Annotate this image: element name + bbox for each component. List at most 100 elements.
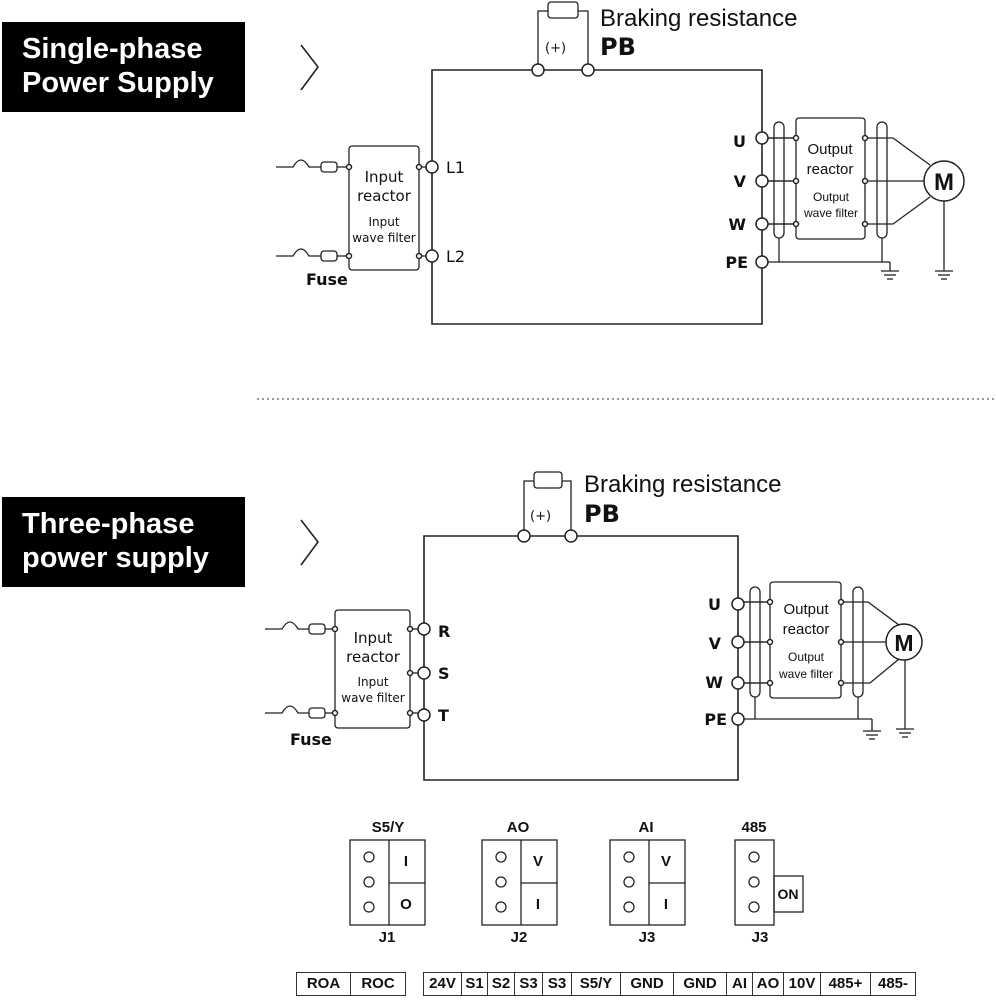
terminal-label: L2: [446, 247, 465, 266]
w-terminal: [731, 676, 745, 690]
jumper-option: O: [400, 896, 412, 913]
output-block-text: reactor: [807, 161, 854, 178]
jumper-option: I: [536, 896, 540, 913]
u-terminal: [731, 597, 745, 611]
output-block-text: Output: [788, 650, 825, 664]
terminal-cell: S3: [515, 973, 543, 995]
braking-resistance-label: Braking resistance: [600, 5, 797, 32]
output-block-text: reactor: [783, 621, 830, 638]
t-terminal: [417, 708, 431, 722]
jumper-option: ON: [778, 886, 799, 902]
fuse-icon: [276, 248, 321, 257]
terminal-cell: ROC: [361, 975, 395, 992]
ground-icon: [935, 201, 953, 280]
terminal-label: T: [438, 706, 449, 725]
jumper-pin: [363, 876, 375, 888]
terminal-cell: AI: [727, 973, 753, 995]
l2-terminal: [425, 249, 439, 263]
jumper-title: AI: [639, 819, 654, 836]
input-block-text: Input: [354, 629, 393, 647]
terminal-label: PE: [725, 253, 748, 272]
fuse-label: Fuse: [290, 730, 332, 749]
braking-resistor: (+) Braking resistance PB: [531, 1, 797, 77]
v-terminal: [731, 635, 745, 649]
single-phase-header-line2: Power Supply: [22, 67, 214, 99]
resistor-icon: [533, 471, 563, 489]
terminal-label: U: [733, 132, 746, 151]
jumper-id: J3: [639, 929, 656, 946]
jumper-id: J3: [752, 929, 769, 946]
fuse-icon: [265, 621, 309, 630]
jumper-pin: [748, 876, 760, 888]
output-side: U V W PE Output reactor Output wave filt…: [704, 581, 923, 740]
braking-resistance-label: Braking resistance: [584, 471, 781, 498]
output-block-text: Output: [813, 190, 850, 204]
three-phase-header-line1: Three-phase: [22, 508, 195, 540]
terminal-label: S: [438, 664, 450, 683]
input-block-text: reactor: [357, 187, 412, 205]
terminal-cell: AO: [753, 973, 784, 995]
r-terminal: [417, 622, 431, 636]
terminal-label: U: [708, 595, 721, 614]
motor-label: M: [934, 169, 954, 196]
s-terminal: [417, 666, 431, 680]
output-block-text: wave filter: [778, 667, 833, 681]
output-block-text: Output: [783, 601, 829, 618]
terminal-label: W: [705, 673, 723, 692]
jumper-j3-ai: AI V I J3: [609, 819, 686, 946]
input-block-text: wave filter: [352, 231, 415, 245]
jumper-j1: S5/Y I O J1: [349, 819, 426, 946]
braking-resistor: (+) Braking resistance PB: [517, 471, 781, 543]
jumper-pin: [748, 851, 760, 863]
chevron-right-icon: [300, 44, 320, 91]
jumper-pin: [623, 876, 635, 888]
pe-terminal: [755, 255, 769, 269]
jumper-pin: [495, 851, 507, 863]
ground-icon: [881, 261, 899, 280]
polarity-label: (+): [545, 41, 566, 56]
input-block-text: Input: [365, 168, 404, 186]
jumper-title: AO: [507, 819, 530, 836]
three-phase-header-line2: power supply: [22, 542, 209, 574]
ground-icon: [863, 719, 881, 740]
terminal-cell: S3: [543, 973, 572, 995]
terminal-cell: 485-: [877, 975, 909, 992]
terminal-cell: 10V: [784, 973, 821, 995]
terminal-cell: S5/Y: [572, 973, 621, 995]
jumper-pin: [495, 876, 507, 888]
terminal-cell: 24V: [424, 973, 462, 995]
terminal-cell: ROA: [297, 973, 351, 995]
terminal-label: W: [728, 215, 746, 234]
polarity-label: (+): [530, 509, 551, 524]
jumper-pin: [495, 901, 507, 913]
terminal-label: L1: [446, 158, 465, 177]
terminal-cell: S2: [488, 973, 515, 995]
pe-terminal: [731, 712, 745, 726]
inverter-body: [431, 69, 763, 325]
input-reactor-block: [348, 145, 420, 271]
ground-icon: [896, 660, 914, 738]
control-terminal-strip: 24V S1 S2 S3 S3 S5/Y GND GND AI AO 10V 4…: [423, 972, 916, 996]
output-block-text: wave filter: [803, 206, 858, 220]
fuse-label: Fuse: [306, 270, 348, 289]
terminal-cell: 485+: [821, 973, 871, 995]
jumper-pin: [623, 901, 635, 913]
terminal-cell: GND: [674, 973, 727, 995]
terminal-label: PE: [704, 710, 727, 729]
terminal-label: V: [734, 172, 747, 191]
jumper-pin: [363, 851, 375, 863]
pb-terminal-plus: [517, 529, 531, 543]
w-terminal: [755, 217, 769, 231]
resistor-icon: [547, 1, 579, 19]
jumper-title: 485: [741, 819, 766, 836]
input-reactor-block: [334, 609, 411, 729]
single-phase-diagram: (+) Braking resistance PB Input reactor …: [276, 1, 965, 325]
terminal-label: V: [709, 634, 722, 653]
output-block-text: Output: [807, 141, 853, 158]
jumper-option: V: [533, 853, 543, 870]
l1-terminal: [425, 160, 439, 174]
jumper-option: V: [661, 853, 671, 870]
cable-shield: [773, 121, 785, 239]
v-terminal: [755, 174, 769, 188]
jumper-j2: AO V I J2: [481, 819, 558, 946]
